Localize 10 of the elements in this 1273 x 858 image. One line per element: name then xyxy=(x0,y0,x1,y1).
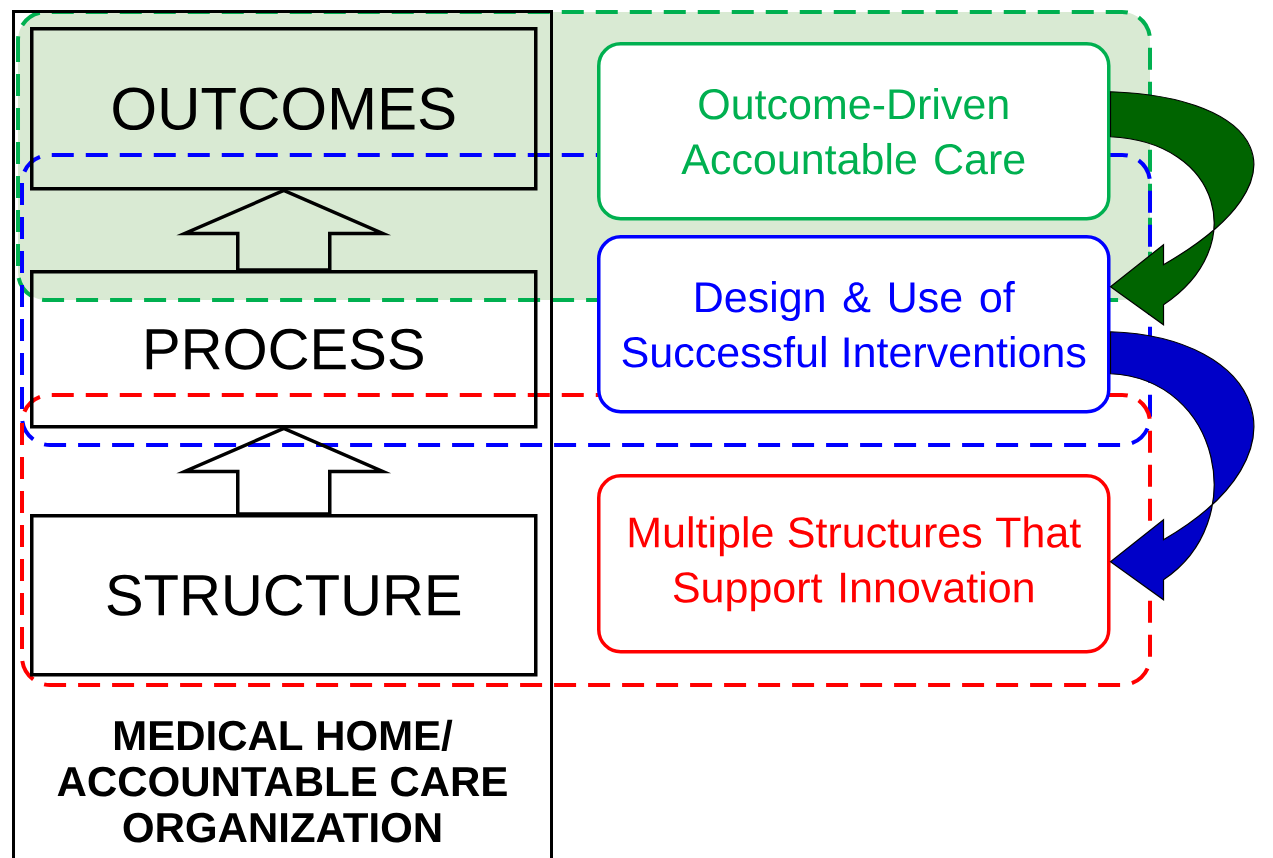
curved-arrow xyxy=(1109,331,1255,601)
level-box: OUTCOMES xyxy=(30,27,538,191)
hollow-arrow xyxy=(176,188,392,272)
curved-arrow xyxy=(1109,91,1255,326)
hollow-arrow xyxy=(176,426,392,516)
rounded-box: Multiple Structures That Support Innovation xyxy=(597,474,1111,654)
rounded-box: Outcome-Driven Accountable Care xyxy=(597,42,1111,221)
level-box: STRUCTURE xyxy=(30,514,538,677)
rounded-box: Design & Use of Successful Interventions xyxy=(597,235,1111,414)
level-box: PROCESS xyxy=(30,270,538,429)
